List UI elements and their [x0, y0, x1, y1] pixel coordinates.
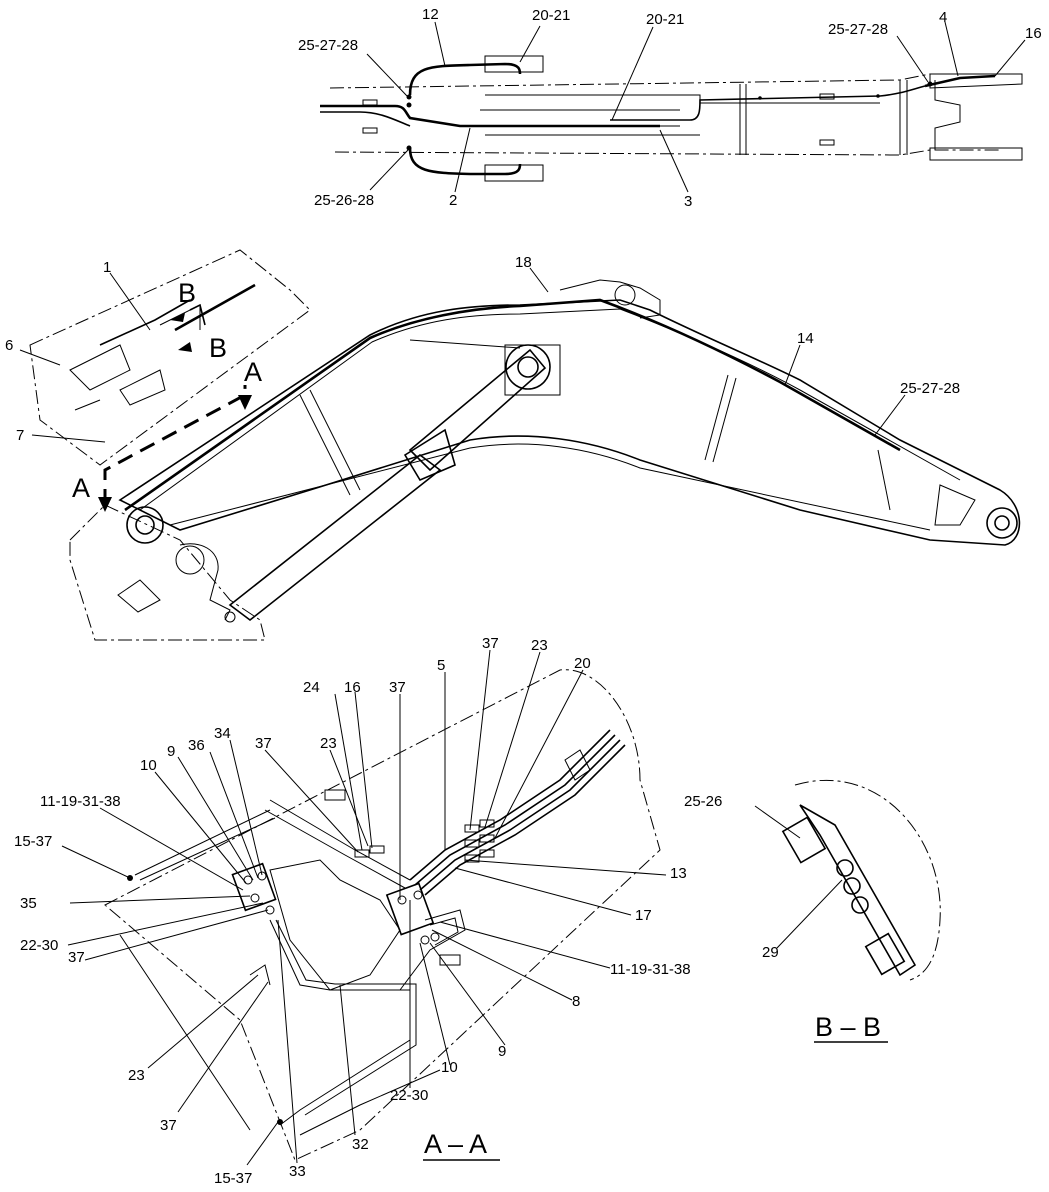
- callout: 32: [352, 1136, 369, 1153]
- callout: 15-37: [14, 833, 52, 850]
- callout: 22-30: [20, 937, 58, 954]
- callout: 11-19-31-38: [40, 793, 121, 810]
- callout: 34: [214, 725, 231, 742]
- section-marker: A: [244, 357, 262, 387]
- callout: 5: [437, 657, 445, 674]
- callout: 37: [482, 635, 499, 652]
- callout: 29: [762, 944, 779, 961]
- callout: 12: [422, 6, 439, 23]
- callout: 20-21: [646, 11, 684, 28]
- callout: 24: [303, 679, 320, 696]
- section-marker: B: [209, 333, 227, 363]
- callout: 17: [635, 907, 652, 924]
- callout: 1: [103, 259, 111, 276]
- callout: 14: [797, 330, 814, 347]
- callout: 37: [160, 1117, 177, 1134]
- callout: 23: [320, 735, 337, 752]
- callout: 25-26-28: [314, 192, 374, 209]
- callout: 10: [140, 757, 157, 774]
- callout: 7: [16, 427, 24, 444]
- callout: 16: [344, 679, 361, 696]
- callout: 11-19-31-38: [610, 961, 691, 978]
- section-marker: B: [178, 278, 196, 308]
- callout: 37: [389, 679, 406, 696]
- callout: 25-26: [684, 793, 722, 810]
- callout: 36: [188, 737, 205, 754]
- callout: 9: [167, 743, 175, 760]
- callout: 37: [68, 949, 85, 966]
- callout: 25-27-28: [298, 37, 358, 54]
- callout: 8: [572, 993, 580, 1010]
- callout: 23: [128, 1067, 145, 1084]
- callout: 35: [20, 895, 37, 912]
- section-title-bb: B – B: [815, 1012, 881, 1042]
- callout: 33: [289, 1163, 306, 1180]
- section-bb: 25-26 29 B – B: [684, 779, 941, 1043]
- callout: 20-21: [532, 7, 570, 24]
- top-view: 12 20-21 20-21 25-27-28 25-26-28 2 3 25-…: [298, 6, 1042, 210]
- section-aa: 5 37 23 20 24 16 37 37 23 34 36 9 10 11-…: [14, 635, 691, 1187]
- callout: 10: [441, 1059, 458, 1076]
- section-marker: A: [72, 473, 90, 503]
- callout: 9: [498, 1043, 506, 1060]
- callout: 3: [684, 193, 692, 210]
- callout: 22-30: [390, 1087, 428, 1104]
- callout: 25-27-28: [828, 21, 888, 38]
- callout: 4: [939, 9, 947, 26]
- callout: 16: [1025, 25, 1042, 42]
- callout: 6: [5, 337, 13, 354]
- side-view: 1 6 7 18 14 25-27-28 B B A A: [5, 249, 1021, 641]
- callout: 20: [574, 655, 591, 672]
- callout: 37: [255, 735, 272, 752]
- callout: 18: [515, 254, 532, 271]
- callout: 2: [449, 192, 457, 209]
- callout: 13: [670, 865, 687, 882]
- section-title-aa: A – A: [424, 1129, 487, 1159]
- callout: 23: [531, 637, 548, 654]
- callout: 25-27-28: [900, 380, 960, 397]
- callout: 15-37: [214, 1170, 252, 1187]
